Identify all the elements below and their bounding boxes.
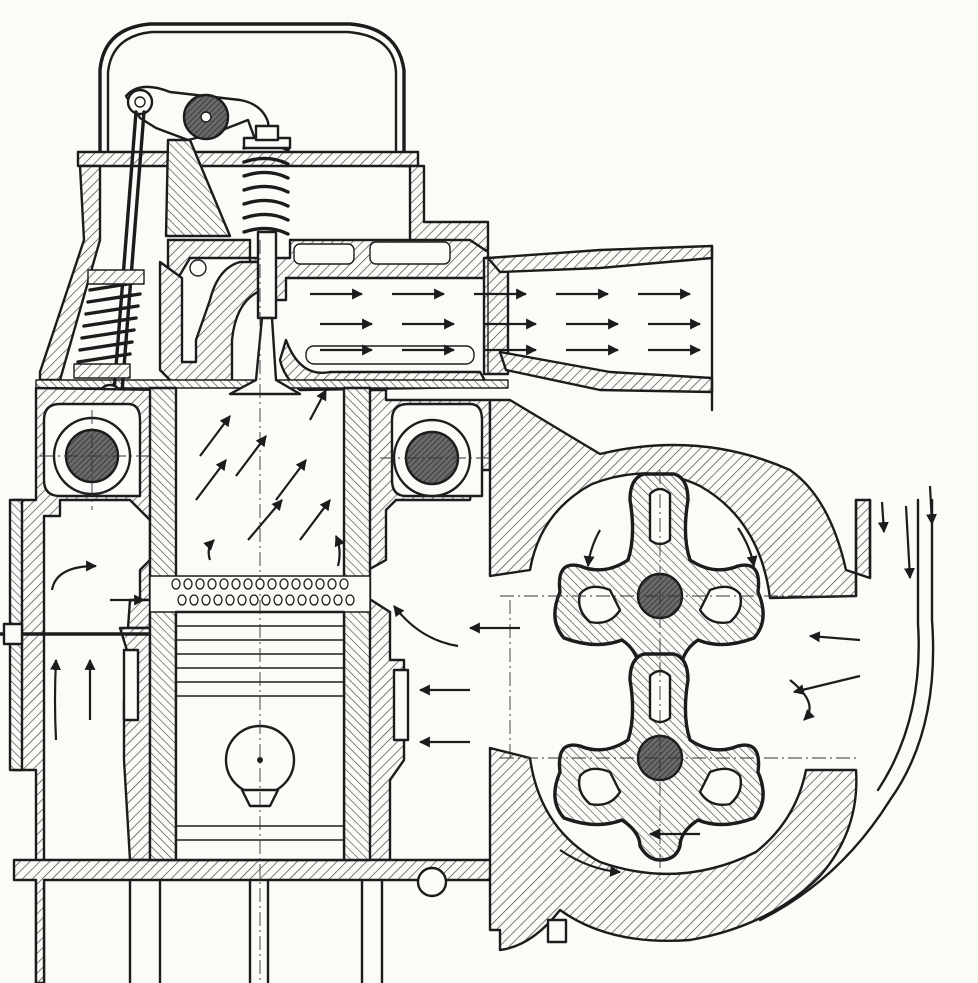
intake-port-hole [327, 578, 337, 590]
scavenge-flow-arrow [334, 534, 345, 567]
blower-flow-arrow [559, 849, 622, 877]
scavenge-flow-arrow [195, 459, 227, 501]
blower-rotor-lower [553, 652, 765, 862]
scavenge-flow-arrow [275, 459, 307, 501]
intake-port-hole [207, 578, 217, 590]
intake-port-hole [225, 594, 235, 606]
intake-port-hole [201, 594, 211, 606]
exhaust-outlet-pipe [486, 244, 714, 412]
scavenge-flow-arrow [247, 499, 283, 541]
blower-flow-arrow [737, 527, 758, 568]
valve-train [73, 85, 302, 409]
blower-flow-arrow [808, 631, 861, 643]
intake-port-hole [339, 578, 349, 590]
intake-port-hole [291, 578, 301, 590]
intake-port-holes [171, 578, 355, 606]
centre-lines [40, 240, 860, 983]
blower-flow-arrow [792, 674, 861, 696]
roots-blower [488, 398, 935, 952]
intake-port-hole [315, 578, 325, 590]
valve-spring [242, 124, 292, 236]
blower-flow-arrow [877, 501, 889, 534]
intake-port-hole [285, 594, 295, 606]
scavenge-flow-arrow [309, 389, 327, 421]
intake-port-hole [231, 578, 241, 590]
air-flow-arrow [393, 605, 459, 648]
intake-port-hole [219, 578, 229, 590]
blower-flow-arrow [903, 505, 915, 580]
intake-port-hole [309, 594, 319, 606]
blower-flow-arrow [789, 679, 815, 721]
exhaust-valve [228, 316, 302, 396]
intake-port-hole [249, 594, 259, 606]
intake-port-hole [237, 594, 247, 606]
air-flow-arrow [50, 658, 61, 741]
scavenge-flow-arrow [299, 499, 331, 541]
intake-port-hole [189, 594, 199, 606]
intake-port-hole [303, 578, 313, 590]
scavenge-flow-arrow [235, 435, 267, 477]
cylinder-block [0, 386, 502, 983]
exhaust-valve-stem [256, 230, 278, 320]
intake-port-hole [261, 594, 271, 606]
blower-flow-arrow [925, 485, 937, 526]
intake-port-hole [345, 594, 355, 606]
intake-port-hole [183, 578, 193, 590]
intake-port-hole [279, 578, 289, 590]
intake-port-hole [321, 594, 331, 606]
air-flow-arrow [50, 560, 98, 591]
intake-port-hole [243, 578, 253, 590]
intake-port-hole [177, 594, 187, 606]
intake-port-hole [267, 578, 277, 590]
intake-port-hole [213, 594, 223, 606]
blower-flow-arrow [583, 529, 601, 568]
intake-port-hole [333, 594, 343, 606]
blower-rotor-upper [553, 472, 765, 702]
intake-port-hole [273, 594, 283, 606]
scavenge-flow-arrow [199, 415, 231, 457]
intake-port-hole [171, 578, 181, 590]
intake-port-hole [297, 594, 307, 606]
intake-port-hole [255, 578, 265, 590]
intake-port-hole [195, 578, 205, 590]
scavenge-flow-arrow [203, 539, 215, 561]
pushrod-spring [73, 269, 145, 379]
flow-arrows [50, 288, 937, 877]
